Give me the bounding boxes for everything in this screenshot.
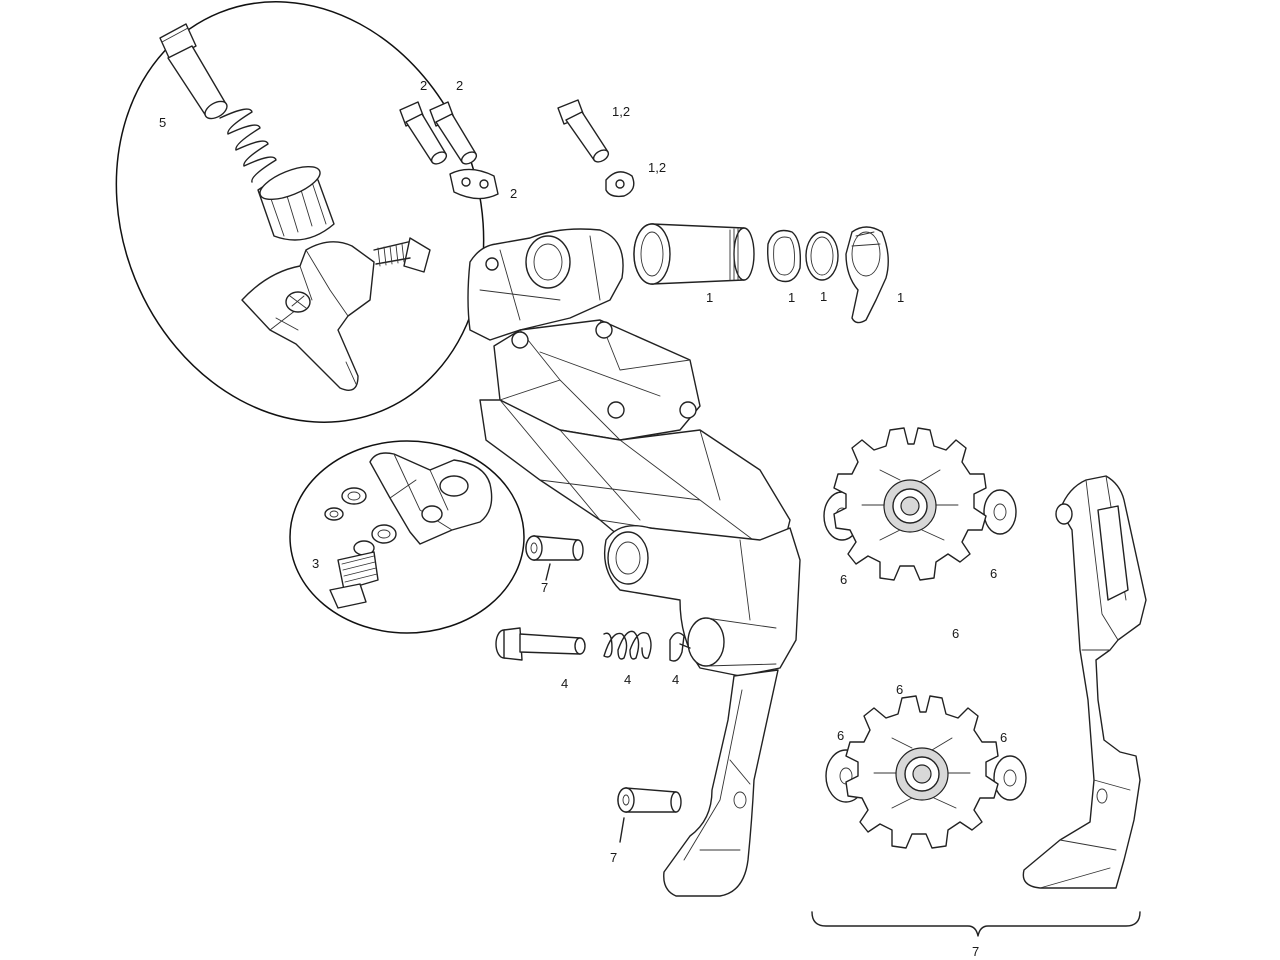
label-part-6-lower-wheel: 6 [896, 682, 903, 697]
label-part-2-plate: 2 [510, 186, 517, 201]
axle-oval-washer [767, 229, 802, 283]
leader-7-lower [619, 817, 625, 843]
bushing-upper-7 [525, 535, 584, 561]
upper-pulley-wheel [833, 427, 987, 581]
label-part-7-cage: 7 [972, 944, 979, 959]
pivot-plate [449, 168, 499, 200]
bracket-7 [811, 911, 1141, 937]
label-part-1-cam: 1 [897, 290, 904, 305]
lower-pulley-washer-right [993, 755, 1027, 801]
label-part-6-upper-wheel: 6 [952, 626, 959, 641]
leader-7-upper [545, 563, 551, 581]
callout-ellipse-3 [289, 440, 525, 634]
pin-and-clip-1-2 [557, 99, 635, 198]
adjuster-bolt [373, 237, 431, 273]
upper-pulley-washer-right [983, 489, 1017, 535]
label-part-7-upper-bushing: 7 [541, 580, 548, 595]
outer-cage-arm [663, 669, 779, 897]
label-part-1-ring: 1 [820, 289, 827, 304]
label-part-2-pin-right: 2 [456, 78, 463, 93]
cable-clamp-assembly-3 [324, 452, 493, 609]
clamp-washers [324, 487, 397, 556]
label-part-4-bolt: 4 [561, 676, 568, 691]
label-part-1-2-pin: 1,2 [612, 104, 630, 119]
label-part-6-upper-washer-left: 6 [840, 572, 847, 587]
label-part-6-lower-washer-right: 6 [1000, 730, 1007, 745]
axle-ring [805, 231, 839, 281]
pivot-pin-left [399, 101, 448, 165]
axle-set-1 [633, 223, 889, 324]
derailleur-body [467, 228, 801, 897]
label-part-6-upper-washer-right: 6 [990, 566, 997, 581]
label-part-1-oval-washer: 1 [788, 290, 795, 305]
cage-pivot-bore [687, 617, 725, 667]
adjuster-spring [219, 108, 277, 183]
label-part-2-pin-left: 2 [420, 78, 427, 93]
label-part-3: 3 [312, 556, 319, 571]
adjuster-knob [257, 165, 335, 241]
small-pin [557, 99, 610, 163]
pivot-pin-right [429, 101, 478, 165]
axle-cam-nut [845, 226, 889, 324]
callout-group-3 [289, 440, 525, 634]
b-knuckle-bore [525, 235, 571, 289]
cage-pivot-hardware-4 [495, 627, 691, 662]
label-part-5: 5 [159, 115, 166, 130]
cage-spring [603, 630, 652, 660]
inner-cage-plate-7 [1022, 475, 1147, 889]
adjuster-bracket [241, 241, 375, 391]
part-labels: 1 1 1 1 1,2 1,2 2 2 2 3 4 4 4 5 6 6 6 6 … [159, 78, 1007, 959]
label-part-1-2-clip: 1,2 [648, 160, 666, 175]
label-part-6-lower-washer-left: 6 [837, 728, 844, 743]
lower-pulley-set-6 [825, 695, 1027, 849]
pivot-pins-2 [399, 101, 499, 200]
label-part-7-lower-bushing: 7 [610, 850, 617, 865]
barrel-adjuster-assembly [159, 23, 431, 391]
bushing-lower-7 [617, 787, 682, 813]
clamp-bolt [329, 551, 379, 609]
axle-sleeve [633, 223, 755, 285]
clamp-plate [369, 452, 493, 545]
upper-pulley-set-6 [823, 427, 1017, 581]
cage-pivot-bolt [495, 627, 586, 661]
lower-pulley-wheel [845, 695, 999, 849]
label-part-4-spring: 4 [624, 672, 631, 687]
label-part-4-clip: 4 [672, 672, 679, 687]
adjuster-pin [159, 23, 228, 120]
cage-e-clip [669, 632, 691, 662]
e-clip [605, 171, 635, 198]
label-part-1-sleeve: 1 [706, 290, 713, 305]
